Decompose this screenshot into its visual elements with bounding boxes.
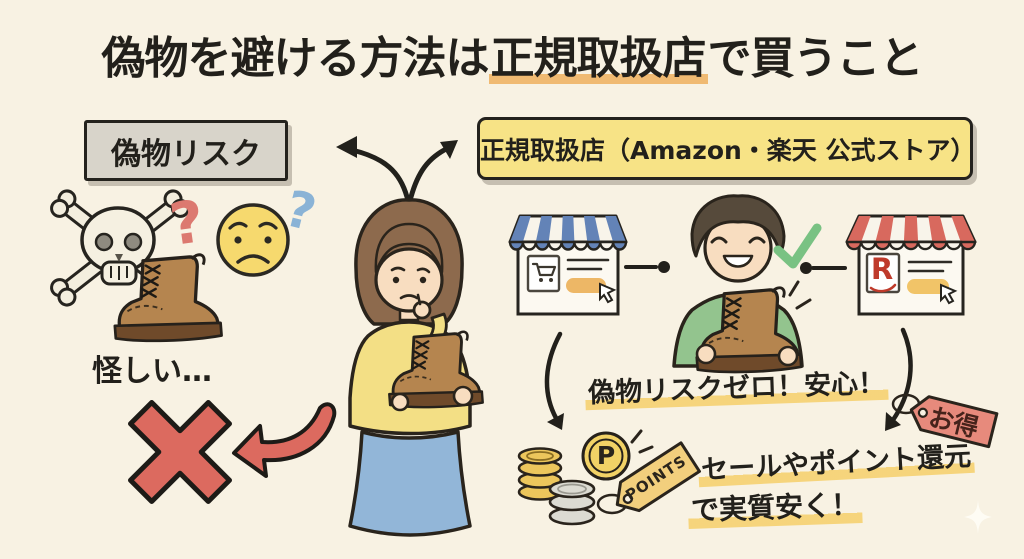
boot-held-by-woman bbox=[387, 330, 485, 412]
cart-icon bbox=[531, 262, 557, 282]
page-title: 偽物を避ける方法は正規取扱店で買うこと bbox=[0, 22, 1024, 86]
rakuten-logo-label: R bbox=[870, 252, 894, 286]
points-tag-icon bbox=[596, 441, 701, 515]
arrow-to-points bbox=[544, 331, 564, 430]
title-highlighted: 正規取扱店 bbox=[488, 33, 708, 84]
authorized-store-label: 正規取扱店（Amazon・楽天 公式ストア） bbox=[480, 135, 976, 165]
coins-icon bbox=[517, 447, 596, 526]
fake-risk-label: 偽物リスク bbox=[111, 136, 261, 172]
branch-arrows-icon bbox=[336, 136, 458, 200]
authorized-store-label-box: 正規取扱店（Amazon・楽天 公式ストア） bbox=[477, 117, 976, 180]
boot-held-by-man bbox=[695, 286, 803, 374]
point-coin-icon bbox=[581, 429, 654, 481]
sale-caption-line2: で実質安く！ bbox=[687, 482, 863, 530]
sad-face-icon bbox=[216, 203, 290, 277]
suspicious-caption: 怪しい… bbox=[92, 354, 212, 389]
sparkle-icon bbox=[964, 500, 992, 534]
red-arrow-icon bbox=[232, 402, 337, 478]
x-mark-icon bbox=[128, 400, 232, 504]
checkmark-icon bbox=[773, 223, 822, 269]
storefront-rakuten-style bbox=[845, 214, 977, 316]
title-pre: 偽物を避ける方法は bbox=[101, 33, 490, 84]
fake-risk-label-box: 偽物リスク bbox=[84, 120, 288, 181]
deal-tag-icon bbox=[891, 393, 999, 449]
connector-lines bbox=[624, 261, 847, 274]
point-coin-label: P bbox=[596, 441, 616, 470]
storefront-amazon-style bbox=[508, 214, 628, 316]
title-post: で買うこと bbox=[707, 33, 924, 84]
arrow-to-deal bbox=[885, 327, 913, 431]
